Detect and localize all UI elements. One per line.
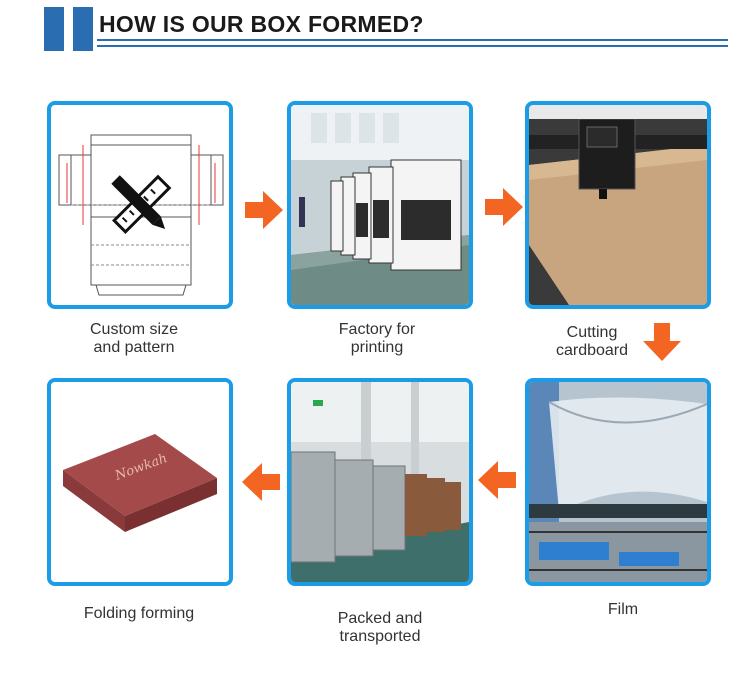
caption-line: and pattern: [39, 339, 229, 357]
header-underline: [97, 45, 728, 47]
step-caption: Packed and transported: [285, 610, 475, 646]
header-underline: [97, 39, 728, 41]
warehouse-photo: [291, 382, 469, 582]
caption-line: Custom size: [39, 321, 229, 339]
step-custom-size-image: [47, 101, 233, 309]
header-accent-bar: [73, 7, 93, 51]
caption-line: transported: [285, 628, 475, 646]
arrow-left-icon: [242, 463, 280, 501]
arrow-right-icon: [485, 188, 523, 226]
caption-line: Folding forming: [44, 605, 234, 623]
caption-line: Film: [528, 601, 718, 619]
arrow-right-icon: [245, 191, 283, 229]
caption-line: Packed and: [285, 610, 475, 628]
step-caption: Factory for printing: [282, 321, 472, 357]
pencil-ruler-icon: [111, 175, 169, 233]
caption-line: printing: [282, 339, 472, 357]
page-title: HOW IS OUR BOX FORMED?: [99, 11, 424, 38]
step-packed-image: [287, 378, 473, 586]
dieline-illustration: [51, 105, 229, 305]
cutting-photo: [529, 105, 707, 305]
mailer-box-photo: Nowkah: [51, 382, 229, 582]
step-film-image: [525, 378, 711, 586]
step-cutting-image: [525, 101, 711, 309]
factory-photo: [291, 105, 469, 305]
header-accent-bar: [44, 7, 64, 51]
caption-line: Factory for: [282, 321, 472, 339]
film-photo: [529, 382, 707, 582]
step-folding-image: Nowkah: [47, 378, 233, 586]
step-factory-image: [287, 101, 473, 309]
step-caption: Film: [528, 601, 718, 619]
arrow-left-icon: [478, 461, 516, 499]
step-caption: Folding forming: [44, 605, 234, 623]
step-caption: Custom size and pattern: [39, 321, 229, 357]
arrow-down-icon: [643, 323, 681, 361]
